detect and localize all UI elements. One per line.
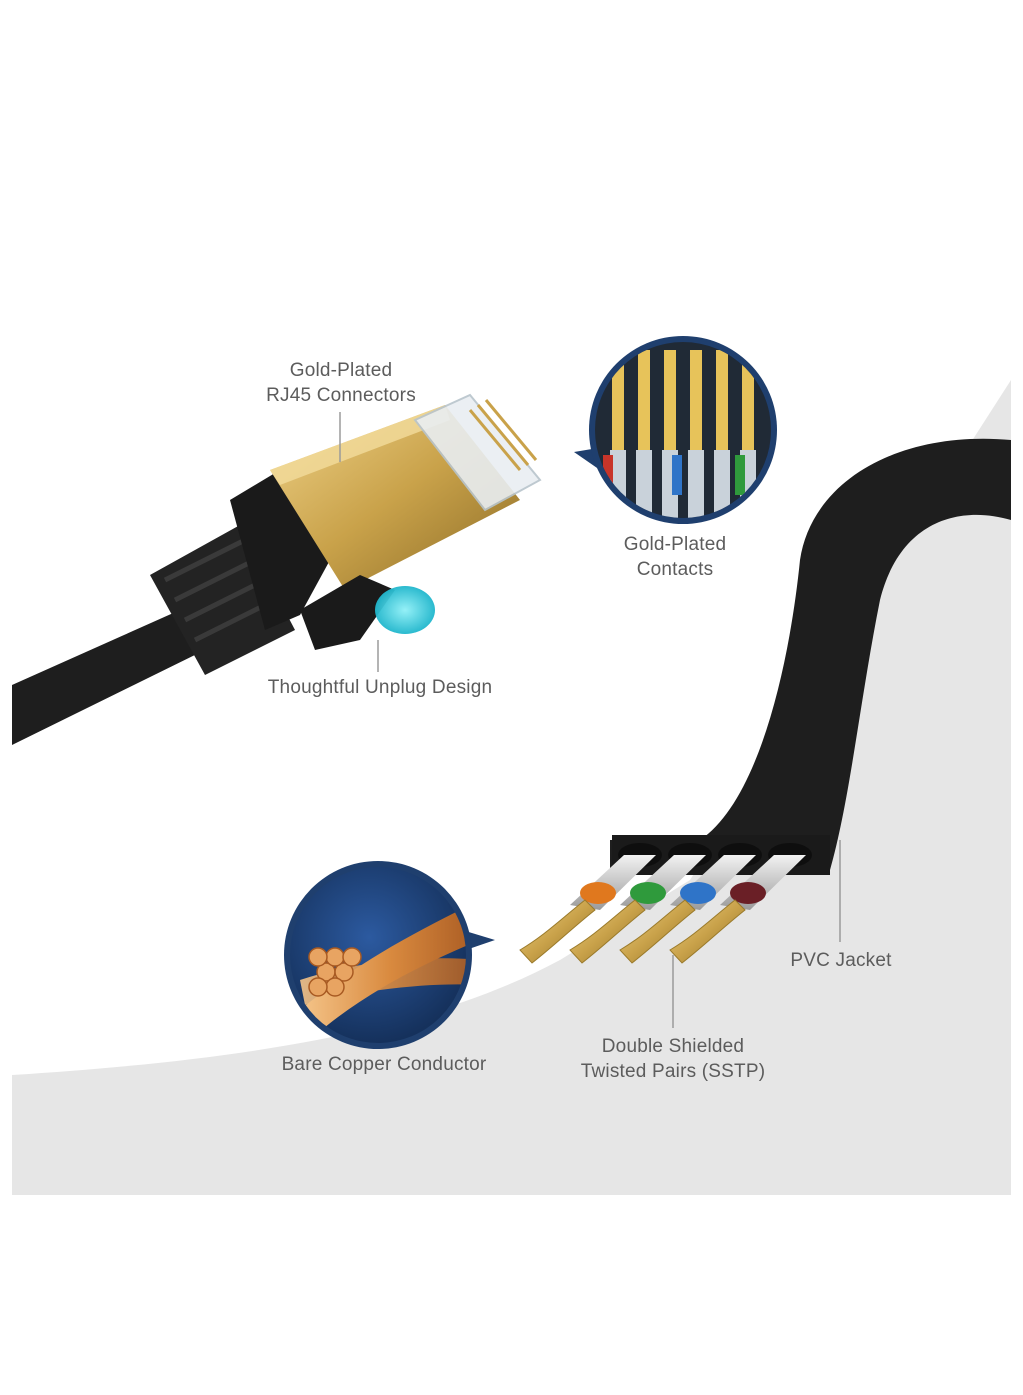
background-panel xyxy=(12,380,1011,1195)
copper-strands xyxy=(569,899,646,964)
label-gold-plated-contacts: Gold-Plated Contacts xyxy=(623,534,727,580)
wire-pair xyxy=(619,855,756,964)
label-unplug-design: Thoughtful Unplug Design xyxy=(267,677,493,698)
wire-pair xyxy=(569,855,706,964)
insulation-band xyxy=(730,882,766,904)
unplug-highlight xyxy=(375,586,435,634)
clear-plug-head xyxy=(413,393,542,512)
leader-lines xyxy=(339,412,841,1028)
flat-cable-left xyxy=(12,610,205,745)
insulation-band xyxy=(580,882,616,904)
label-pvc-jacket: PVC Jacket xyxy=(790,950,892,971)
copper-strands xyxy=(519,899,596,964)
twisted-pairs xyxy=(519,855,806,964)
contacts-badge xyxy=(574,336,777,524)
wire-pair xyxy=(669,855,806,964)
copper-strands xyxy=(619,899,696,964)
label-bare-copper: Bare Copper Conductor xyxy=(281,1054,487,1075)
label-gold-plated-connectors: Gold-Plated RJ45 Connectors xyxy=(266,360,416,406)
label-double-shielded: Double Shielded Twisted Pairs (SSTP) xyxy=(580,1036,766,1082)
copper-strands xyxy=(669,899,746,964)
pvc-jacket xyxy=(610,438,1011,870)
rj45-plug xyxy=(12,393,542,745)
wire-pair xyxy=(519,855,656,964)
insulation-band xyxy=(680,882,716,904)
insulation-band xyxy=(630,882,666,904)
copper-badge xyxy=(284,861,495,1049)
